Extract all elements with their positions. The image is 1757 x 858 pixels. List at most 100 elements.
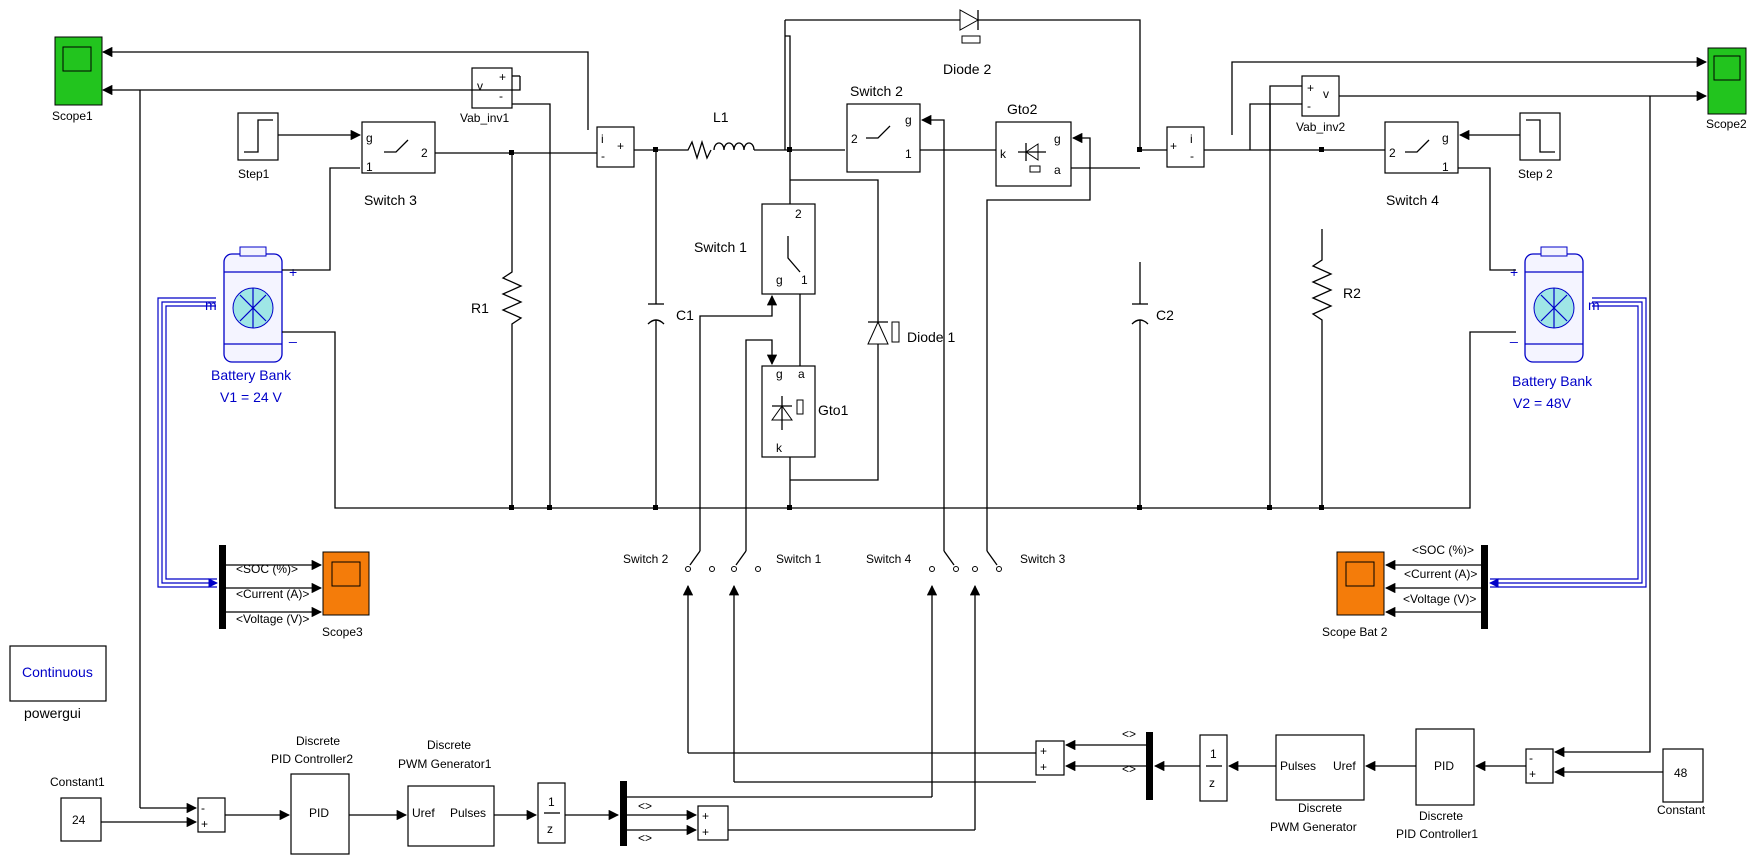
scope-bat2-block[interactable]: Scope Bat 2 bbox=[1322, 551, 1388, 639]
bus-selector-1[interactable]: <SOC (%)> <Current (A)> <Voltage (V)> bbox=[219, 545, 309, 629]
bus2-current: <Current (A)> bbox=[1404, 567, 1477, 581]
switch3-block[interactable]: g 1 2 Switch 3 bbox=[361, 121, 436, 208]
battery-bank2[interactable]: + _ m Battery Bank V2 = 48V bbox=[1509, 246, 1600, 411]
current-meas1-block[interactable]: i - + bbox=[596, 126, 635, 168]
diode1-symbol[interactable]: Diode 1 bbox=[867, 300, 955, 372]
gto2-a: a bbox=[1054, 163, 1061, 177]
pid-controller2[interactable]: Discrete PID Controller2 PID bbox=[271, 734, 353, 855]
switch1-label: Switch 1 bbox=[694, 239, 747, 255]
pwm-generator[interactable]: Pulses Uref Discrete PWM Generator bbox=[1270, 734, 1365, 834]
pid2-l1: Discrete bbox=[296, 734, 340, 748]
sw4-g: g bbox=[1442, 131, 1449, 145]
bus-selector-2[interactable]: <SOC (%)> <Current (A)> <Voltage (V)> bbox=[1403, 543, 1488, 629]
sum-right[interactable]: - + bbox=[1525, 748, 1554, 784]
bat1-plus: + bbox=[289, 264, 297, 280]
step2-label: Step 2 bbox=[1518, 167, 1553, 181]
manual-switch-sw1[interactable]: Switch 1 bbox=[731, 545, 822, 572]
capacitor-c1[interactable]: C1 bbox=[647, 262, 694, 364]
resistor-r2[interactable]: R2 bbox=[1311, 229, 1361, 356]
sw1-1: 1 bbox=[801, 273, 808, 287]
vab-inv1-minus: - bbox=[499, 89, 503, 103]
demux-left[interactable]: <> <> bbox=[620, 781, 652, 846]
scope1-label: Scope1 bbox=[52, 109, 93, 123]
dmR-s1: <> bbox=[1122, 727, 1136, 741]
switch1-block[interactable]: 2 g 1 Switch 1 bbox=[694, 203, 816, 295]
vab-inv2-v: v bbox=[1323, 87, 1329, 101]
scope1-block[interactable]: Scope1 bbox=[52, 36, 103, 123]
bat1-label1: Battery Bank bbox=[211, 367, 292, 383]
constant1-block[interactable]: Constant1 24 bbox=[50, 775, 105, 842]
sw4-1: 1 bbox=[1442, 160, 1449, 174]
step2-block[interactable]: Step 2 bbox=[1518, 112, 1561, 181]
bat1-label2: V1 = 24 V bbox=[220, 389, 283, 405]
sumML-plus2: + bbox=[702, 825, 709, 839]
step1-block[interactable]: Step1 bbox=[237, 112, 279, 181]
pwm-pulses: Pulses bbox=[1280, 759, 1316, 773]
sum-left[interactable]: - + bbox=[197, 797, 226, 833]
vab-inv2-block[interactable]: + - v Vab_inv2 bbox=[1296, 75, 1345, 134]
vab-inv2-minus: - bbox=[1307, 99, 1311, 113]
diode2-symbol[interactable]: Diode 2 bbox=[940, 9, 1012, 77]
sumR-plus: + bbox=[1529, 767, 1536, 781]
scope2-block[interactable]: Scope2 bbox=[1706, 47, 1747, 131]
sw3-2: 2 bbox=[421, 146, 428, 160]
gto1-label: Gto1 bbox=[818, 402, 849, 418]
msw1-label: Switch 1 bbox=[776, 552, 822, 566]
bat2-m: m bbox=[1588, 297, 1600, 313]
sumMU-plus2: + bbox=[1040, 760, 1047, 774]
pid-controller1[interactable]: PID Discrete PID Controller1 bbox=[1396, 728, 1478, 841]
bat2-minus: _ bbox=[1509, 327, 1518, 343]
gto2-block[interactable]: k g a Gto2 bbox=[995, 101, 1072, 187]
pid2-l2: PID Controller2 bbox=[271, 752, 353, 766]
sw2-2: 2 bbox=[851, 132, 858, 146]
vab-inv1-block[interactable]: v + - Vab_inv1 bbox=[460, 67, 513, 125]
msw3-label: Switch 3 bbox=[1020, 552, 1066, 566]
bus2-soc: <SOC (%)> bbox=[1412, 543, 1474, 557]
constant1-label: Constant1 bbox=[50, 775, 105, 789]
pwm-generator1[interactable]: Discrete PWM Generator1 Uref Pulses bbox=[398, 738, 495, 847]
sum-mid-upper[interactable]: + + bbox=[1035, 740, 1065, 776]
switch4-block[interactable]: 2 g 1 Switch 4 bbox=[1384, 121, 1459, 208]
gto1-block[interactable]: g a k Gto1 bbox=[761, 365, 849, 458]
vab-inv2-label: Vab_inv2 bbox=[1296, 120, 1345, 134]
scope3-block[interactable]: Scope3 bbox=[322, 551, 370, 639]
sw2-1: 1 bbox=[905, 147, 912, 161]
demux-right[interactable]: <> <> bbox=[1122, 727, 1153, 800]
l1-label: L1 bbox=[713, 109, 729, 125]
pwm1-pulses: Pulses bbox=[450, 806, 486, 820]
cm1-plus: + bbox=[617, 139, 624, 153]
battery-bank1[interactable]: + _ m Battery Bank V1 = 24 V bbox=[205, 246, 297, 405]
constant-block[interactable]: 48 Constant bbox=[1657, 748, 1706, 817]
sw3-g: g bbox=[366, 131, 373, 145]
bat2-label1: Battery Bank bbox=[1512, 373, 1593, 389]
inductor-l1[interactable]: L1 bbox=[672, 109, 755, 161]
cm1-minus: - bbox=[601, 149, 605, 163]
unit-delay-right[interactable]: 1 z bbox=[1199, 734, 1228, 802]
msw4-label: Switch 4 bbox=[866, 552, 912, 566]
capacitor-c2[interactable]: C2 bbox=[1131, 262, 1174, 364]
constant1-value: 24 bbox=[72, 813, 86, 827]
pwm-uref: Uref bbox=[1333, 759, 1356, 773]
sum-mid-lower[interactable]: + + bbox=[697, 805, 729, 841]
pwm-l1: Discrete bbox=[1298, 801, 1342, 815]
powergui-label: powergui bbox=[24, 705, 81, 721]
dmL-s2: <> bbox=[638, 831, 652, 845]
junctions bbox=[509, 147, 1324, 510]
manual-switch-sw4[interactable]: Switch 4 bbox=[866, 545, 959, 572]
gto2-label: Gto2 bbox=[1007, 101, 1038, 117]
resistor-r1[interactable]: R1 bbox=[471, 241, 523, 370]
constant-value: 48 bbox=[1674, 766, 1688, 780]
unit-delay-left[interactable]: 1 z bbox=[537, 782, 566, 844]
current-meas2-block[interactable]: + i - bbox=[1166, 126, 1205, 168]
manual-switch-sw2[interactable]: Switch 2 bbox=[623, 545, 715, 572]
sumMU-plus1: + bbox=[1040, 744, 1047, 758]
gto1-a: a bbox=[798, 367, 805, 381]
manual-switch-sw3[interactable]: Switch 3 bbox=[972, 545, 1066, 572]
sw1-2: 2 bbox=[795, 207, 802, 221]
bat1-m: m bbox=[205, 297, 217, 313]
switch2-block[interactable]: 2 g 1 Switch 2 bbox=[846, 83, 921, 173]
gto2-g: g bbox=[1054, 132, 1061, 146]
udR-den: z bbox=[1209, 776, 1215, 790]
powergui-block[interactable]: Continuous powergui bbox=[9, 645, 107, 721]
pwm-l2: PWM Generator bbox=[1270, 820, 1357, 834]
